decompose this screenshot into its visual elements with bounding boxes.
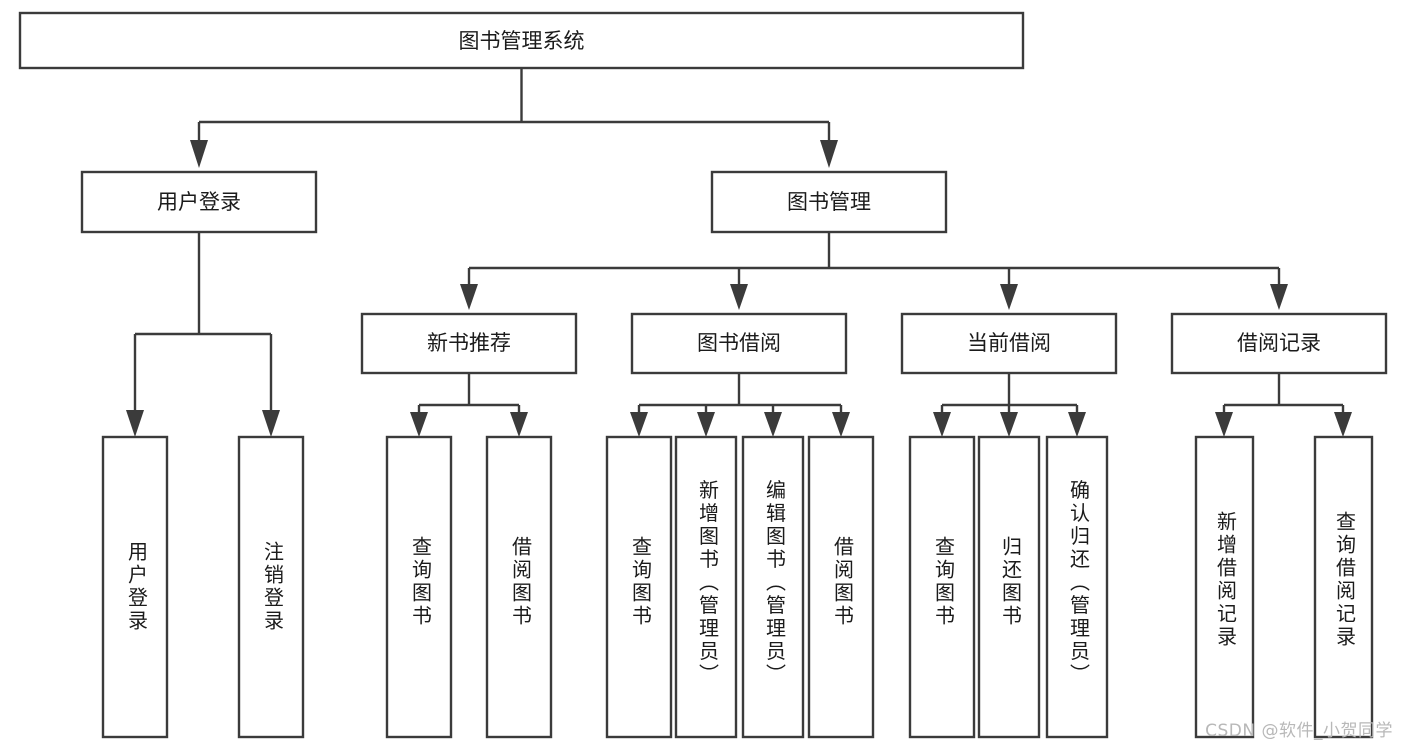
arrow-head-borrowrecord-leaf-1 [1334,412,1352,437]
leaf-current-borrow-0-box[interactable] [908,435,976,739]
leaf-current-borrow-1[interactable]: 归还图书 [977,435,1041,739]
leaf-user-login-0-box[interactable] [101,435,169,739]
leaf-user-login-1-label: 注销登录 [261,541,285,633]
leaf-borrow-book-2-box[interactable] [741,435,805,739]
leaf-borrow-book-2[interactable]: 编辑图书（管理员） [741,435,805,739]
leaf-user-login-0-label: 用户登录 [125,541,149,633]
leaf-borrow-record-0-label: 新增借阅记录 [1214,511,1238,649]
arrow-head-book-mgmt [820,140,838,168]
leaf-borrow-book-0[interactable]: 查询图书 [605,435,673,739]
leaf-new-book-1-label: 借阅图书 [509,536,533,628]
arrow-head-newbook-leaf-0 [410,412,428,437]
leaf-user-login-0[interactable]: 用户登录 [101,435,169,739]
connector-group-user-login [126,232,280,437]
leaf-borrow-book-3-label: 借阅图书 [831,536,855,628]
node-current-borrow-label: 当前借阅 [967,331,1051,355]
leaf-new-book-0-box[interactable] [385,435,453,739]
connector-group-borrow-book [630,373,850,437]
leaf-current-borrow-0[interactable]: 查询图书 [908,435,976,739]
leaf-current-borrow-2-label: 确认归还（管理员） [1067,479,1091,686]
leaf-borrow-record-0-box[interactable] [1194,435,1255,739]
leaf-borrow-record-1-label: 查询借阅记录 [1333,511,1357,649]
leaf-borrow-record-0[interactable]: 新增借阅记录 [1194,435,1255,739]
arrow-head-borrowbook-leaf-0 [630,412,648,437]
leaf-current-borrow-1-label: 归还图书 [999,536,1023,628]
arrow-head-borrow-book [730,284,748,310]
leaf-borrow-book-1-label: 新增图书（管理员） [696,479,720,686]
leaf-borrow-book-3[interactable]: 借阅图书 [807,435,875,739]
node-new-book-recommend-box[interactable] [360,312,578,375]
leaf-borrow-book-3-box[interactable] [807,435,875,739]
node-book-borrow[interactable]: 图书借阅 [630,312,848,375]
node-borrow-record-box[interactable] [1170,312,1388,375]
node-new-book-recommend[interactable]: 新书推荐 [360,312,578,375]
node-user-login-label: 用户登录 [157,190,241,214]
node-user-login[interactable]: 用户登录 [80,170,318,234]
arrow-head-borrowrecord-leaf-0 [1215,412,1233,437]
leaf-new-book-0[interactable]: 查询图书 [385,435,453,739]
leaf-new-book-1-box[interactable] [485,435,553,739]
leaf-current-borrow-2-box[interactable] [1045,435,1109,739]
arrow-head-current-borrow [1000,284,1018,310]
node-book-management-box[interactable] [710,170,948,234]
connector-group-current-borrow [933,373,1086,437]
leaf-borrow-book-0-box[interactable] [605,435,673,739]
connector-group-root [190,68,838,168]
arrow-head-new-book [460,284,478,310]
arrow-head-borrowbook-leaf-3 [832,412,850,437]
node-borrow-record-label: 借阅记录 [1237,331,1321,355]
node-book-borrow-label: 图书借阅 [697,331,781,355]
arrow-head-user-login [190,140,208,168]
arrow-head-borrow-record [1270,284,1288,310]
leaf-new-book-1[interactable]: 借阅图书 [485,435,553,739]
connector-group-book-mgmt [460,232,1288,310]
node-book-management-label: 图书管理 [787,190,871,214]
connector-group-new-book [410,373,528,437]
leaf-borrow-record-1[interactable]: 查询借阅记录 [1313,435,1374,739]
arrow-head-userlogin-leaf-1 [262,410,280,437]
connector-group-borrow-record [1215,373,1352,437]
arrow-head-currentborrow-leaf-2 [1068,412,1086,437]
arrow-head-userlogin-leaf-0 [126,410,144,437]
leaf-user-login-1[interactable]: 注销登录 [237,435,305,739]
node-user-login-box[interactable] [80,170,318,234]
node-root-box[interactable] [18,11,1025,70]
arrow-head-currentborrow-leaf-0 [933,412,951,437]
arrow-head-borrowbook-leaf-2 [764,412,782,437]
node-current-borrow[interactable]: 当前借阅 [900,312,1118,375]
arrow-head-borrowbook-leaf-1 [697,412,715,437]
leaf-borrow-book-0-label: 查询图书 [629,536,653,628]
leaf-borrow-book-2-label: 编辑图书（管理员） [763,479,787,686]
node-current-borrow-box[interactable] [900,312,1118,375]
arrow-head-currentborrow-leaf-1 [1000,412,1018,437]
leaf-current-borrow-0-label: 查询图书 [932,536,956,628]
node-book-management[interactable]: 图书管理 [710,170,948,234]
leaf-user-login-1-box[interactable] [237,435,305,739]
leaf-borrow-book-1-box[interactable] [674,435,738,739]
leaf-borrow-book-1[interactable]: 新增图书（管理员） [674,435,738,739]
node-borrow-record[interactable]: 借阅记录 [1170,312,1388,375]
leaf-current-borrow-1-box[interactable] [977,435,1041,739]
leaf-new-book-0-label: 查询图书 [409,536,433,628]
node-root[interactable]: 图书管理系统 [18,11,1025,70]
leaf-current-borrow-2[interactable]: 确认归还（管理员） [1045,435,1109,739]
node-book-borrow-box[interactable] [630,312,848,375]
arrow-head-newbook-leaf-1 [510,412,528,437]
node-root-label: 图书管理系统 [459,29,585,53]
node-new-book-recommend-label: 新书推荐 [427,331,511,355]
leaf-borrow-record-1-box[interactable] [1313,435,1374,739]
